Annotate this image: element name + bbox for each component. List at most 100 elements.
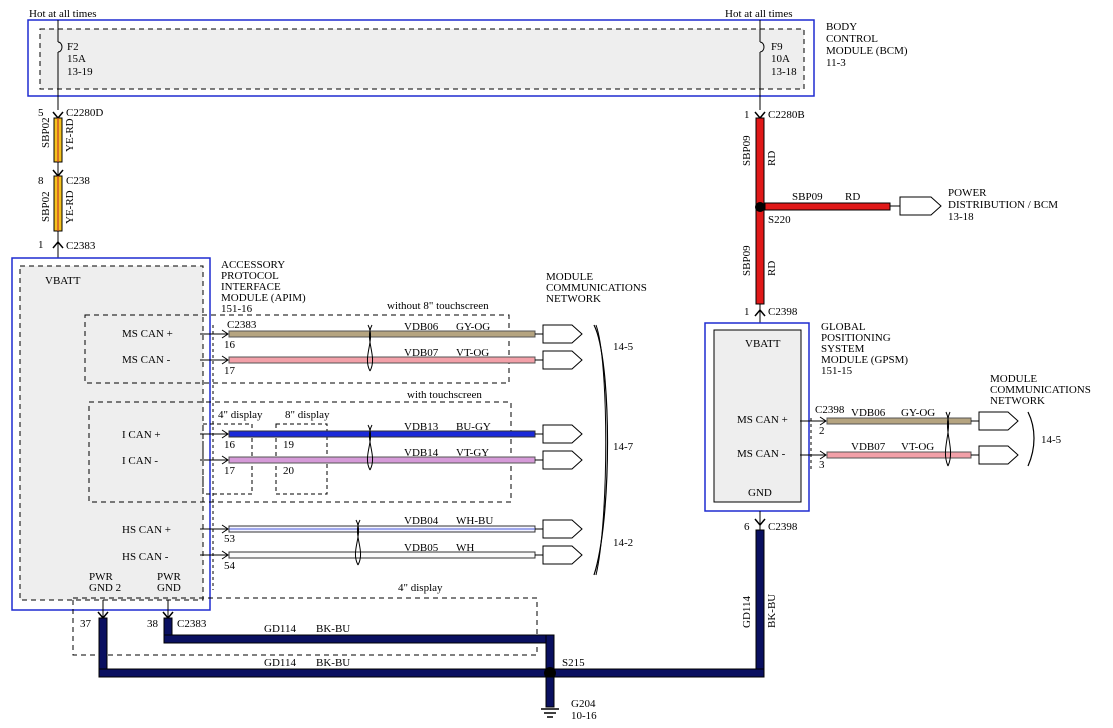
display-4-label: 4" display [218,409,263,421]
dest-label-1: POWER [948,187,987,199]
bcm-title-3: MODULE (BCM) [826,45,908,57]
display-4-bottom-label: 4" display [398,582,443,594]
wire-gpsm-minus [826,451,972,459]
ground-icon [541,708,559,718]
pin-number: 37 [80,618,92,630]
ground-point-label: G204 [571,698,596,710]
pin-number: 17 [224,465,236,477]
fuse-icon [759,41,765,53]
mcn-right-title-3: NETWORK [990,395,1045,407]
connector-arrow-icon [890,196,942,216]
option-box-without-touch [84,314,510,384]
pin-label: 1 [744,109,750,121]
mcn-right-title-1: MODULE [990,373,1037,385]
pin-hs-can-minus: HS CAN - [122,551,169,563]
wire-color: VT-OG [901,441,934,453]
hot-label-left: Hot at all times [29,8,97,20]
mcn-left-ref-i: 14-7 [613,441,634,453]
apim-module: VBATT ACCESSORY PROTOCOL INTERFACE MODUL… [11,257,538,656]
display-8-label: 8" display [285,409,330,421]
wire-circuit: GD114 [264,657,296,669]
bcm-ref: 11-3 [826,57,846,69]
fuse-f9-name: F9 [771,41,783,53]
pin-number: 6 [744,521,750,533]
connector-label: C2280D [66,107,103,119]
hot-label-right: Hot at all times [725,8,793,20]
gpsm-vbatt: VBATT [745,338,781,350]
wire-color: VT-OG [456,347,489,359]
pin-ms-can-minus: MS CAN - [122,354,171,366]
ground-wires: GD114 BK-BU GD114 BK-BU S215 G204 10-16 [97,529,765,722]
mcn-left-ref-hs: 14-2 [613,537,633,549]
dest-label-2: DISTRIBUTION / BCM [948,199,1058,211]
pin-label: 5 [38,107,44,119]
pin-ms-can-plus: MS CAN + [122,328,173,340]
wire-circuit: SBP09 [741,135,753,166]
bcm-title-1: BODY [826,21,857,33]
right-feed-wire: 1 C2280B SBP09 RD S220 SBP09 RD POWER DI… [741,96,1058,330]
connector-icon [221,355,229,365]
connector-label: C238 [66,175,90,187]
wire-circuit: GD114 [264,623,296,635]
fuse-f2-ref: 13-19 [67,66,93,78]
ground-ref: 10-16 [571,710,597,722]
pin-hs-can-plus: HS CAN + [122,524,171,536]
wire-color: GY-OG [901,407,935,419]
left-feed-wire: 5 C2280D SBP02 YE-RD 8 C238 SBP02 YE-RD … [38,96,103,258]
connector-icon [221,550,229,560]
wire-circuit: SBP09 [792,191,823,203]
fuse-f2-name: F2 [67,41,79,53]
pin-number: 3 [819,459,825,471]
gpsm-title-4: MODULE (GPSM) [821,354,908,366]
connector-icon [754,111,766,120]
gpsm-ms-can-minus: MS CAN - [737,448,786,460]
pin-label: 1 [38,239,44,251]
connector-label: C2280B [768,109,805,121]
pwr-gnd2-l1: PWR [89,571,114,583]
bcm-module: Hot at all times Hot at all times BODY C… [27,8,908,97]
pin-number: 16 [224,439,236,451]
splice-label: S215 [562,657,585,669]
gpsm-title-1: GLOBAL [821,321,866,333]
mcn-left-title-2: COMMUNICATIONS [546,282,647,294]
wire-circuit: VDB04 [404,515,439,527]
fuse-icon [57,41,63,53]
mcn-left: MODULE COMMUNICATIONS NETWORK 14-5 14-7 … [546,271,647,549]
wire-color: BK-BU [766,594,778,628]
connector-icon [819,450,827,460]
wire-color: VT-GY [456,447,489,459]
connector-arrow-icon [535,545,583,565]
connector-icon [221,455,229,465]
wire-color: GY-OG [456,321,490,333]
connector-arrow-icon [535,324,583,344]
connector-label: C2383 [177,618,207,630]
connector-arrow-icon [535,519,583,539]
wire-circuit: VDB14 [404,447,439,459]
wire-circuit: VDB05 [404,542,439,554]
pwr-gnd2-l2: GND 2 [89,582,121,594]
apim-title-4: MODULE (APIM) [221,292,306,304]
wire-circuit: VDB06 [404,321,439,333]
dest-ref: 13-18 [948,211,974,223]
twisted-pair-icon [366,424,374,471]
connector-label: C2383 [66,240,96,252]
mcn-left-title-1: MODULE [546,271,593,283]
connector-icon [221,429,229,439]
pin-i-can-plus: I CAN + [122,429,161,441]
wire-color: WH [456,542,474,554]
mcn-left-ref-ms: 14-5 [613,341,634,353]
wire-gpsm-plus [826,417,972,425]
connector-icon [221,329,229,339]
pin-number: 17 [224,365,236,377]
connector-arrow-icon [535,350,583,370]
splice-icon [755,202,765,212]
pin-number: 16 [224,339,236,351]
pin-number: 54 [224,560,236,572]
pin-i-can-minus: I CAN - [122,455,158,467]
wire-vdb05 [228,551,536,559]
pin-label: 1 [744,306,750,318]
splice-icon [544,667,556,679]
connector-icon [52,111,64,120]
without-touch-label: without 8" touchscreen [387,300,489,312]
